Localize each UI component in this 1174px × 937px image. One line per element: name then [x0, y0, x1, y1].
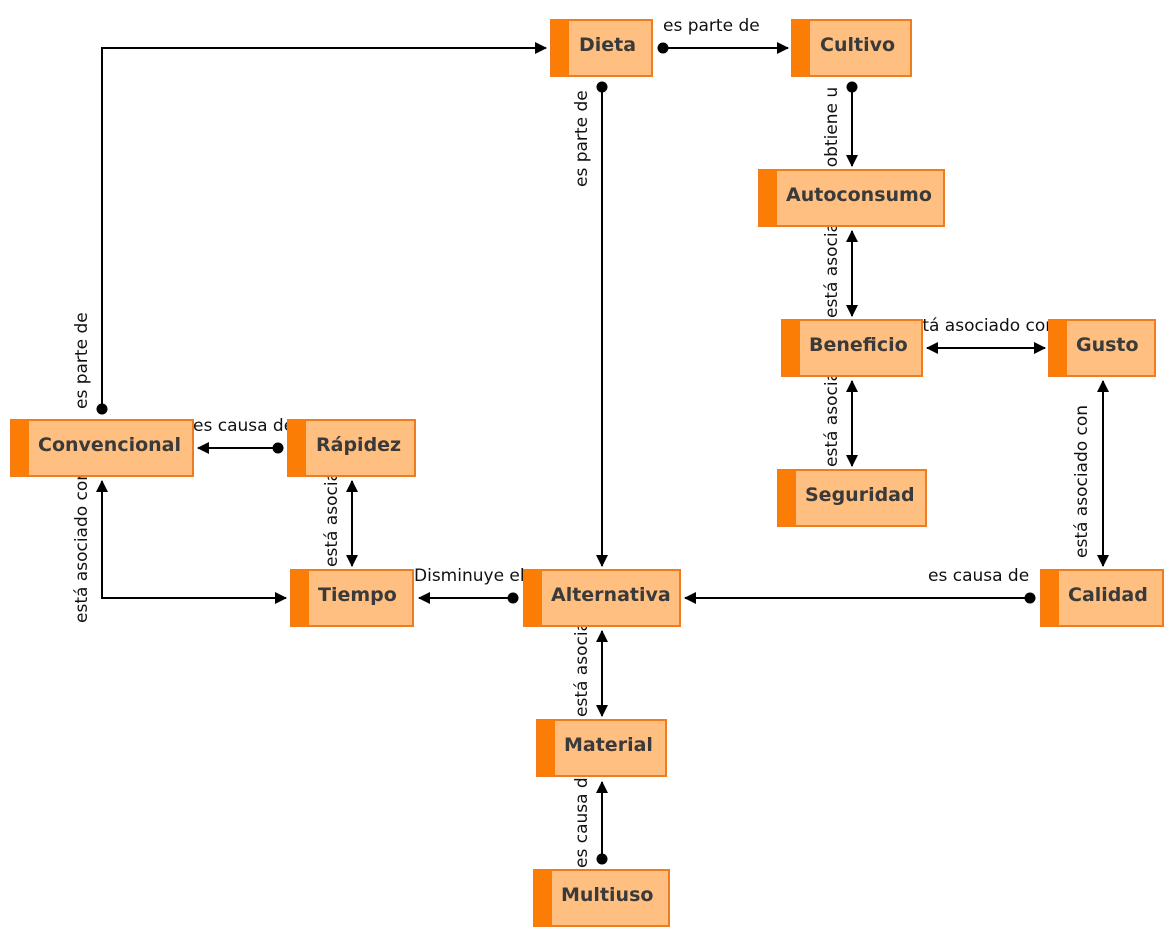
edge-label-alternativa-tiempo: Disminuye el [414, 566, 525, 586]
node-alternativa[interactable]: Alternativa [523, 569, 681, 627]
edge-dieta-alternativa: es parte de [572, 81, 608, 567]
edge-rapidez-convencional: es causa de [193, 416, 294, 454]
edge-convencional-tiempo: está asociado con [72, 470, 287, 623]
node-label-dieta: Dieta [579, 34, 636, 56]
edge-label-cultivo-autoconsumo: se obtiene u [822, 87, 842, 192]
node-label-beneficio: Beneficio [809, 334, 908, 356]
edge-rapidez-tiempo: está asociado [322, 450, 358, 567]
node-label-material: Material [564, 734, 653, 756]
node-tiempo[interactable]: Tiempo [290, 569, 414, 627]
edge-beneficio-gusto: está asociado con [903, 316, 1056, 354]
edge-label-alternativa-material: está asociado [572, 600, 592, 717]
edge-cultivo-autoconsumo: se obtiene u [822, 81, 858, 192]
edge-label-autoconsumo-beneficio: está asociado [822, 201, 842, 318]
node-label-cultivo: Cultivo [820, 34, 895, 56]
node-seguridad[interactable]: Seguridad [777, 469, 927, 527]
edge-label-calidad-alternativa: es causa de [928, 566, 1029, 586]
node-multiuso[interactable]: Multiuso [533, 869, 670, 927]
node-label-multiuso: Multiuso [561, 884, 653, 906]
edge-label-beneficio-gusto: está asociado con [903, 316, 1056, 336]
edge-label-beneficio-seguridad: está asociado [822, 350, 842, 467]
edge-label-convencional-dieta: es parte de [72, 312, 92, 409]
node-material[interactable]: Material [536, 719, 667, 777]
node-label-tiempo: Tiempo [318, 584, 397, 606]
edge-label-rapidez-convencional: es causa de [193, 416, 294, 436]
node-calidad[interactable]: Calidad [1040, 569, 1164, 627]
edge-label-dieta-alternativa: es parte de [572, 90, 592, 187]
node-beneficio[interactable]: Beneficio [781, 319, 923, 377]
node-autoconsumo[interactable]: Autoconsumo [758, 169, 945, 227]
edge-alternativa-material: está asociado [572, 600, 608, 717]
edge-label-convencional-tiempo: está asociado con [72, 470, 92, 623]
node-label-alternativa: Alternativa [551, 584, 671, 606]
edge-beneficio-seguridad: está asociado [822, 350, 858, 467]
node-convencional[interactable]: Convencional [10, 419, 194, 477]
edge-convencional-dieta: es parte de [72, 42, 547, 415]
edge-label-gusto-calidad: está asociado con [1072, 405, 1092, 558]
node-label-calidad: Calidad [1068, 584, 1148, 606]
edge-gusto-calidad: está asociado con [1072, 380, 1109, 567]
edge-autoconsumo-beneficio: está asociado [822, 201, 858, 318]
edge-multiuso-material: es causa de [572, 767, 608, 868]
edge-calidad-alternativa: es causa de [684, 566, 1036, 604]
nodes: Dieta Cultivo Autoconsumo Beneficio Gust… [10, 19, 1164, 927]
node-gusto[interactable]: Gusto [1048, 319, 1156, 377]
node-dieta[interactable]: Dieta [550, 19, 653, 77]
node-label-seguridad: Seguridad [805, 484, 915, 506]
node-cultivo[interactable]: Cultivo [791, 19, 912, 77]
node-label-convencional: Convencional [38, 434, 181, 456]
edge-label-rapidez-tiempo: está asociado [322, 450, 342, 567]
edge-label-multiuso-material: es causa de [572, 767, 592, 868]
node-label-gusto: Gusto [1076, 334, 1139, 356]
edge-label-dieta-cultivo: es parte de [663, 16, 760, 36]
edge-dieta-cultivo: es parte de [657, 16, 789, 54]
node-label-rapidez: Rápidez [316, 434, 401, 456]
node-label-autoconsumo: Autoconsumo [786, 184, 932, 206]
edge-alternativa-tiempo: Disminuye el [414, 566, 525, 604]
node-rapidez[interactable]: Rápidez [287, 419, 416, 477]
edges: es parte de es parte de se obtiene u est… [72, 16, 1109, 868]
